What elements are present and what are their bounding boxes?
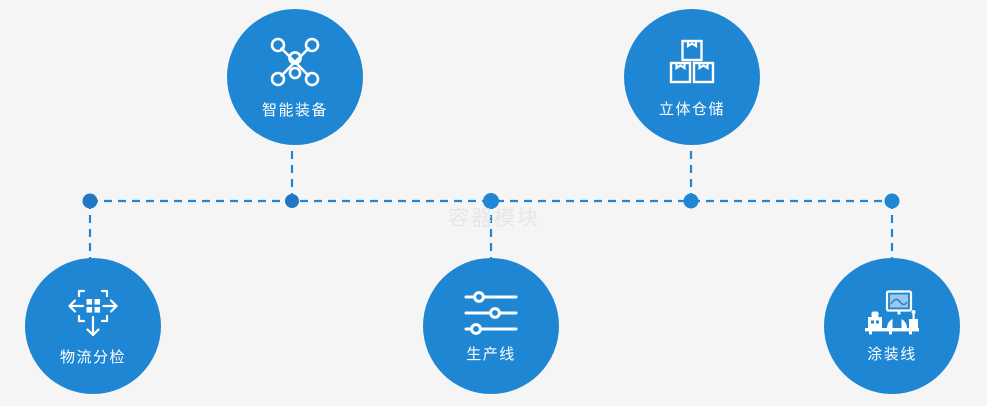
stacked-boxes-icon — [667, 37, 717, 92]
connector-node-dot-sorting[interactable] — [82, 193, 98, 209]
node-label-sorting: 物流分检 — [59, 348, 126, 366]
node-sorting[interactable]: 物流分检 — [25, 258, 161, 394]
node-production-line[interactable]: 生产线 — [423, 258, 559, 394]
connector-node-dot-painting-line[interactable] — [884, 193, 900, 209]
node-label-painting-line: 涂装线 — [867, 345, 917, 363]
factory-monitor-icon — [863, 290, 921, 341]
sorting-arrows-icon — [66, 287, 120, 344]
network-nodes-icon — [269, 36, 321, 93]
center-watermark: 容器模块 — [448, 206, 540, 230]
node-painting-line[interactable]: 涂装线 — [824, 258, 960, 394]
connector-node-dot-smart-equipment[interactable] — [285, 194, 299, 208]
sliders-icon — [463, 290, 519, 341]
node-smart-equipment[interactable]: 智能装备 — [227, 9, 363, 145]
node-label-warehouse: 立体仓储 — [658, 100, 725, 118]
connector-node-dot-warehouse[interactable] — [683, 193, 699, 209]
node-label-production-line: 生产线 — [466, 345, 516, 363]
node-warehouse[interactable]: 立体仓储 — [624, 9, 760, 145]
node-label-smart-equipment: 智能装备 — [261, 101, 328, 119]
